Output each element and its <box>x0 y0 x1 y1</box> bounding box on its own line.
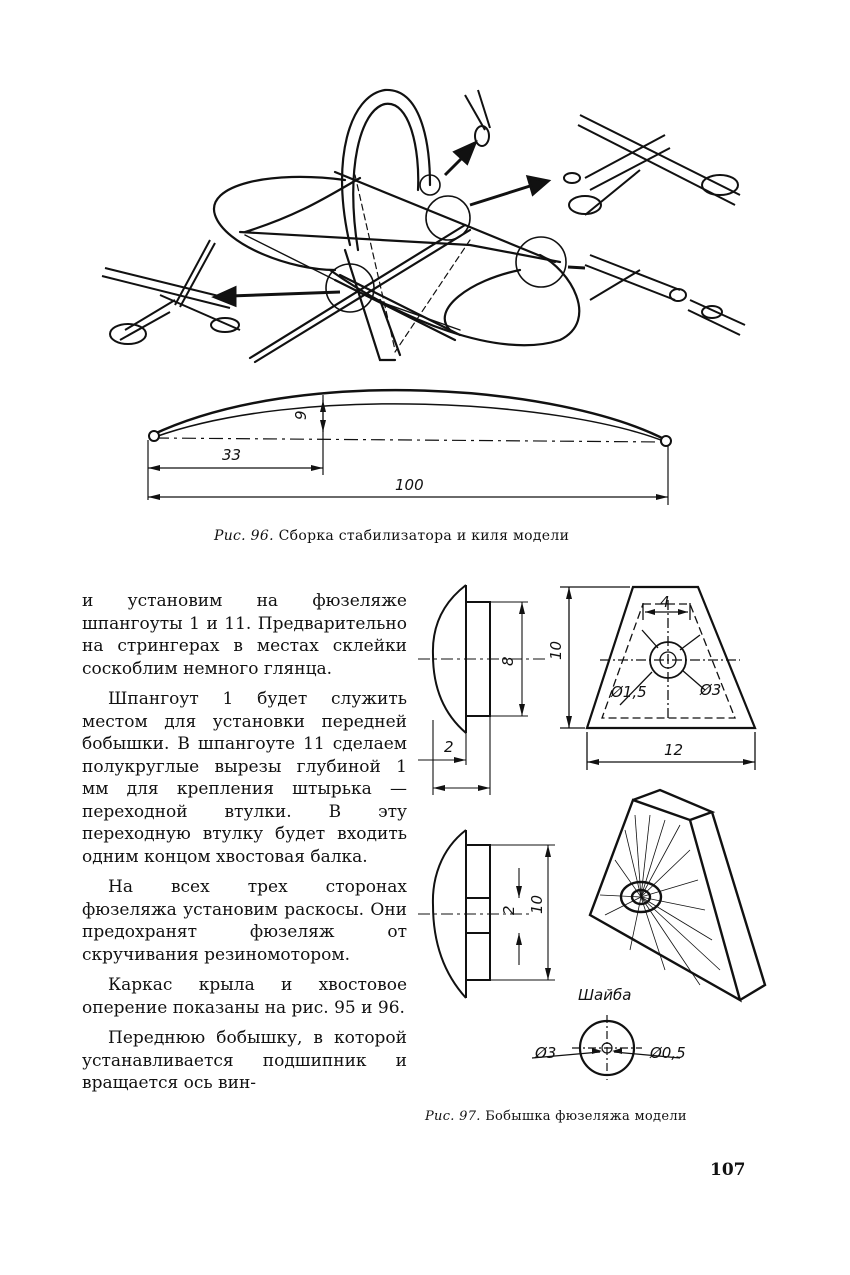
dim-front-width: 12 <box>664 741 683 759</box>
figure-96-caption-text: Сборка стабилизатора и киля модели <box>278 528 570 544</box>
dim-side-2: 2 <box>444 738 454 756</box>
dim-front-height: 10 <box>547 641 565 660</box>
dim-rise-label: 9 <box>292 410 310 420</box>
washer-d05: Ø0,5 <box>649 1044 686 1062</box>
dim-front-top: 4 <box>660 593 670 611</box>
washer-label: Шайба <box>578 986 631 1004</box>
figure-97-caption: Рис. 97. Бобышка фюзеляжа модели <box>425 1108 755 1126</box>
paragraph-1: и установим на фюзеляже шпангоуты 1 и 11… <box>82 591 407 679</box>
paragraph-3: На всех трех сторонах фюзеляжа установим… <box>82 877 407 965</box>
paragraph-2: Шпангоут 1 будет служить местом для уста… <box>82 689 407 867</box>
dim-33-label: 33 <box>222 446 241 464</box>
dim-bottom-2: 2 <box>500 905 518 915</box>
paragraph-4: Каркас крыла и хвостовое оперение показа… <box>82 975 407 1018</box>
body-text: и установим на фюзеляже шпангоуты 1 и 11… <box>82 590 407 1103</box>
figure-97-caption-text: Бобышка фюзеляжа модели <box>485 1109 687 1124</box>
dim-side-8: 8 <box>499 656 517 666</box>
dim-front-d15: Ø1,5 <box>610 683 647 701</box>
figure-96-caption-label: Рис. 96. <box>214 528 274 544</box>
page-number: 107 <box>710 1160 746 1180</box>
dim-bottom-10: 10 <box>528 895 546 914</box>
figure-97-caption-label: Рис. 97. <box>425 1109 481 1124</box>
washer-d3: Ø3 <box>534 1044 556 1062</box>
paragraph-5: Переднюю бобышку, в которой устанавливае… <box>82 1028 407 1093</box>
dim-front-d3: Ø3 <box>699 681 721 699</box>
figure-96-caption: Рис. 96. Сборка стабилизатора и киля мод… <box>214 528 569 544</box>
dim-100-label: 100 <box>395 476 424 494</box>
